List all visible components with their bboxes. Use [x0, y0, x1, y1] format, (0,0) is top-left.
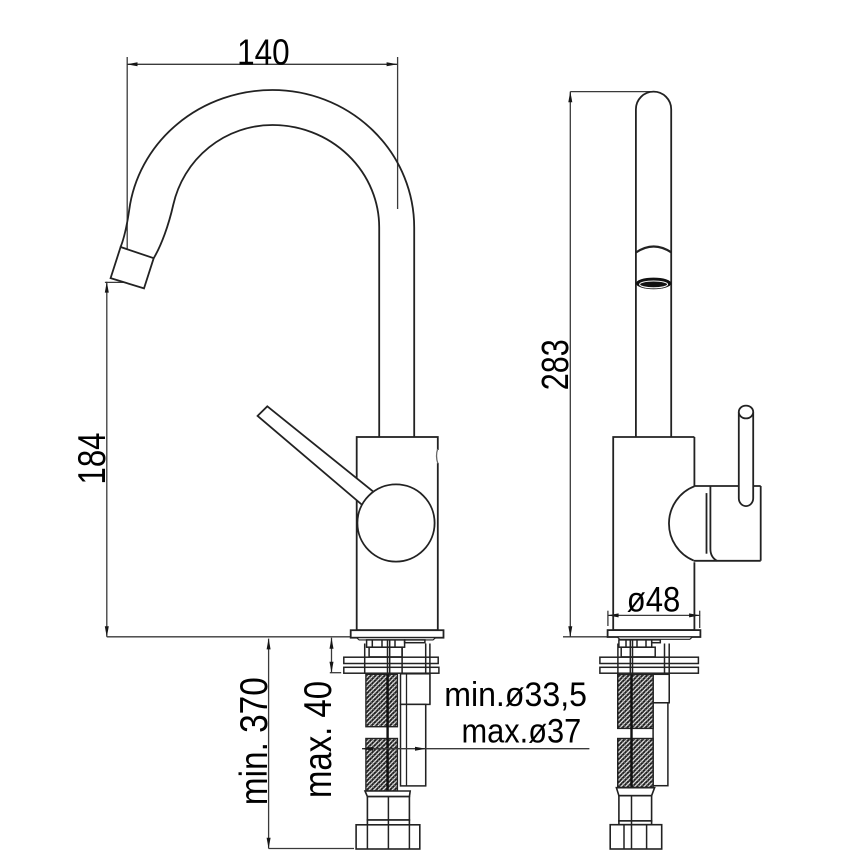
svg-text:max. 40: max. 40	[297, 681, 340, 798]
svg-text:min. 370: min. 370	[233, 677, 276, 805]
svg-text:min.ø33,5: min.ø33,5	[444, 676, 587, 714]
svg-text:283: 283	[535, 339, 577, 390]
svg-text:ø48: ø48	[627, 581, 681, 620]
svg-text:184: 184	[71, 433, 114, 485]
svg-text:140: 140	[237, 32, 290, 73]
svg-text:max.ø37: max.ø37	[462, 713, 582, 751]
